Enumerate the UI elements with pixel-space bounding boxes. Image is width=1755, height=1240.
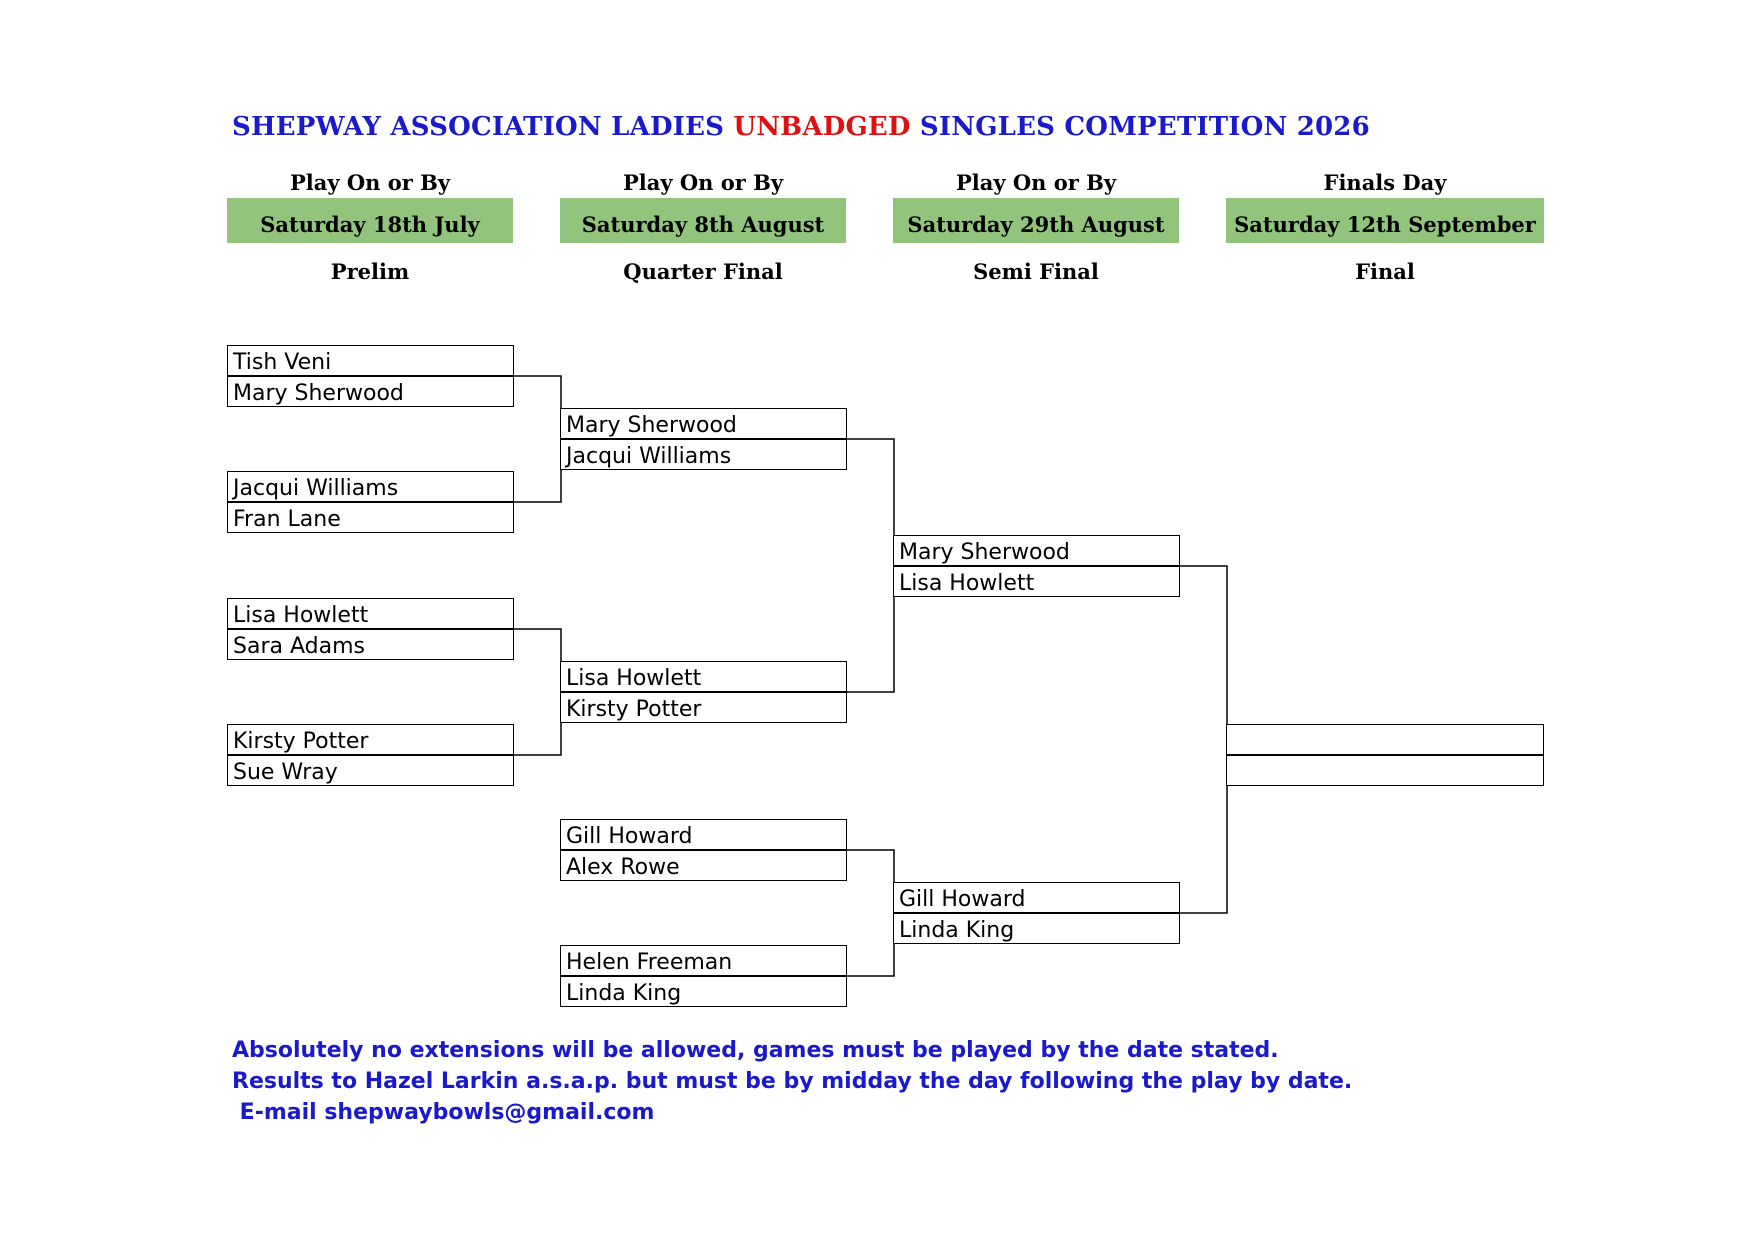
qf-match-4-player-1: Helen Freeman [560,945,847,976]
round-4-name: Final [1355,259,1415,284]
qf-match-1-player-1: Mary Sherwood [560,408,847,439]
final-player-2 [1226,755,1544,786]
round-2-heading: Play On or By [622,170,784,195]
qf-match-2-player-1: Lisa Howlett [560,661,847,692]
title-part-1: SHEPWAY ASSOCIATION LADIES [232,112,734,142]
sf-match-2-player-1: Gill Howard [893,882,1180,913]
round-4-heading: Finals Day [1323,170,1447,195]
note-line-1: Absolutely no extensions will be allowed… [232,1038,1279,1063]
sf-match-2-player-2: Linda King [893,913,1180,944]
prelim-match-4-player-2: Sue Wray [227,755,514,786]
prelim-match-1-player-1: Tish Veni [227,345,514,376]
note-line-2: Results to Hazel Larkin a.s.a.p. but mus… [232,1069,1353,1094]
prelim-match-3-player-2: Sara Adams [227,629,514,660]
note-line-3: E-mail shepwaybowls@gmail.com [232,1100,655,1125]
round-2-name: Quarter Final [623,259,783,284]
round-3-name: Semi Final [973,259,1099,284]
final-player-1 [1226,724,1544,755]
qf-match-4-player-2: Linda King [560,976,847,1007]
sf-match-1-player-2: Lisa Howlett [893,566,1180,597]
prelim-match-2-player-2: Fran Lane [227,502,514,533]
title-highlight: UNBADGED [733,112,911,142]
page-title: SHEPWAY ASSOCIATION LADIES UNBADGED SING… [232,112,1370,142]
round-1-date: Saturday 18th July [227,198,513,243]
prelim-match-4-player-1: Kirsty Potter [227,724,514,755]
round-1-heading: Play On or By [289,170,451,195]
round-4-date: Saturday 12th September [1226,198,1544,243]
title-part-2: SINGLES COMPETITION 2026 [910,112,1370,142]
qf-match-3-player-2: Alex Rowe [560,850,847,881]
notes-block: Absolutely no extensions will be allowed… [232,1035,1352,1128]
prelim-match-3-player-1: Lisa Howlett [227,598,514,629]
prelim-match-1-player-2: Mary Sherwood [227,376,514,407]
prelim-match-2-player-1: Jacqui Williams [227,471,514,502]
qf-match-2-player-2: Kirsty Potter [560,692,847,723]
round-2-date: Saturday 8th August [560,198,846,243]
qf-match-3-player-1: Gill Howard [560,819,847,850]
qf-match-1-player-2: Jacqui Williams [560,439,847,470]
round-1-name: Prelim [330,259,410,284]
round-3-heading: Play On or By [955,170,1117,195]
round-3-date: Saturday 29th August [893,198,1179,243]
sf-match-1-player-1: Mary Sherwood [893,535,1180,566]
